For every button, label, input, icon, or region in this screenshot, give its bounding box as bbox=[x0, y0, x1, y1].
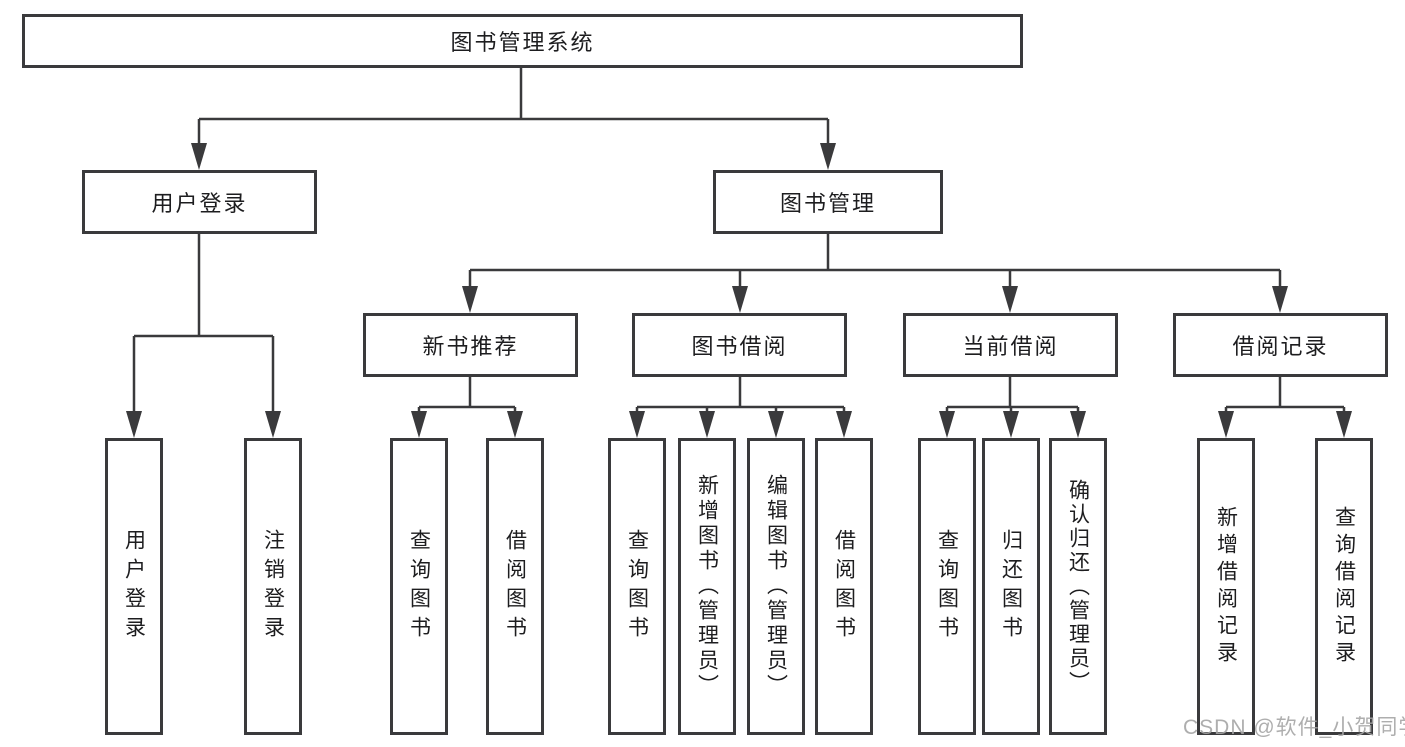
leaf-current-return-books-label: 归还图书 bbox=[999, 528, 1023, 645]
leaf-borrow-query-books: 查询图书 bbox=[608, 438, 666, 735]
leaf-borrow-edit-books-admin-label: 编辑图书（管理员） bbox=[764, 474, 788, 699]
connector-line bbox=[468, 234, 1282, 293]
node-book-borrow-label: 图书借阅 bbox=[691, 334, 788, 359]
arrowhead-icon bbox=[1218, 411, 1234, 438]
leaf-current-return-books: 归还图书 bbox=[982, 438, 1040, 735]
node-root-label: 图书管理系统 bbox=[450, 30, 595, 55]
node-root: 图书管理系统 bbox=[22, 14, 1023, 68]
leaf-recommend-borrow-books-label: 借阅图书 bbox=[503, 528, 527, 645]
arrowhead-icon bbox=[1002, 286, 1018, 313]
leaf-borrow-add-books-admin: 新增图书（管理员） bbox=[678, 438, 736, 735]
leaf-borrow-borrow-books-label: 借阅图书 bbox=[832, 528, 856, 645]
arrowhead-icon bbox=[462, 286, 478, 313]
node-new-book-recommend-label: 新书推荐 bbox=[422, 334, 519, 359]
arrowhead-icon bbox=[265, 411, 281, 438]
arrowhead-icon bbox=[939, 411, 955, 438]
node-borrow-records: 借阅记录 bbox=[1173, 313, 1388, 377]
node-user-login: 用户登录 bbox=[82, 170, 317, 234]
leaf-user-login: 用户登录 bbox=[105, 438, 163, 735]
connector-line bbox=[417, 377, 517, 418]
leaf-borrow-edit-books-admin: 编辑图书（管理员） bbox=[747, 438, 805, 735]
leaf-current-confirm-return-admin-label: 确认归还（管理员） bbox=[1066, 478, 1090, 695]
node-borrow-records-label: 借阅记录 bbox=[1232, 334, 1329, 359]
arrowhead-icon bbox=[1272, 286, 1288, 313]
arrowhead-icon bbox=[732, 286, 748, 313]
leaf-records-add-record: 新增借阅记录 bbox=[1197, 438, 1255, 735]
leaf-records-query-record-label: 查询借阅记录 bbox=[1332, 505, 1356, 668]
node-book-management: 图书管理 bbox=[713, 170, 943, 234]
connector-line bbox=[197, 68, 830, 150]
arrowhead-icon bbox=[507, 411, 523, 438]
arrowhead-icon bbox=[820, 143, 836, 170]
node-book-management-label: 图书管理 bbox=[779, 191, 876, 216]
arrowhead-icon bbox=[629, 411, 645, 438]
leaf-logout-label: 注销登录 bbox=[261, 528, 285, 645]
connector-line bbox=[132, 233, 275, 418]
node-user-login-label: 用户登录 bbox=[151, 191, 248, 216]
arrowhead-icon bbox=[1336, 411, 1352, 438]
arrowhead-icon bbox=[126, 411, 142, 438]
leaf-current-query-books: 查询图书 bbox=[918, 438, 976, 735]
arrowhead-icon bbox=[1070, 411, 1086, 438]
node-book-borrow: 图书借阅 bbox=[632, 313, 847, 377]
leaf-borrow-borrow-books: 借阅图书 bbox=[815, 438, 873, 735]
leaf-records-query-record: 查询借阅记录 bbox=[1315, 438, 1373, 735]
arrowhead-icon bbox=[836, 411, 852, 438]
node-current-borrow: 当前借阅 bbox=[903, 313, 1118, 377]
arrowhead-icon bbox=[768, 411, 784, 438]
leaf-logout: 注销登录 bbox=[244, 438, 302, 735]
leaf-borrow-add-books-admin-label: 新增图书（管理员） bbox=[695, 474, 719, 699]
node-new-book-recommend: 新书推荐 bbox=[363, 313, 578, 377]
leaf-current-query-books-label: 查询图书 bbox=[935, 528, 959, 645]
leaf-recommend-query-books: 查询图书 bbox=[390, 438, 448, 735]
leaf-borrow-query-books-label: 查询图书 bbox=[625, 528, 649, 645]
node-current-borrow-label: 当前借阅 bbox=[962, 334, 1059, 359]
leaf-recommend-borrow-books: 借阅图书 bbox=[486, 438, 544, 735]
connector-line bbox=[635, 377, 846, 418]
arrowhead-icon bbox=[1003, 411, 1019, 438]
leaf-records-add-record-label: 新增借阅记录 bbox=[1214, 505, 1238, 668]
leaf-current-confirm-return-admin: 确认归还（管理员） bbox=[1049, 438, 1107, 735]
leaf-recommend-query-books-label: 查询图书 bbox=[407, 528, 431, 645]
arrowhead-icon bbox=[699, 411, 715, 438]
arrowhead-icon bbox=[411, 411, 427, 438]
leaf-user-login-label: 用户登录 bbox=[122, 528, 146, 645]
arrowhead-icon bbox=[191, 143, 207, 170]
connector-line bbox=[1224, 377, 1346, 418]
